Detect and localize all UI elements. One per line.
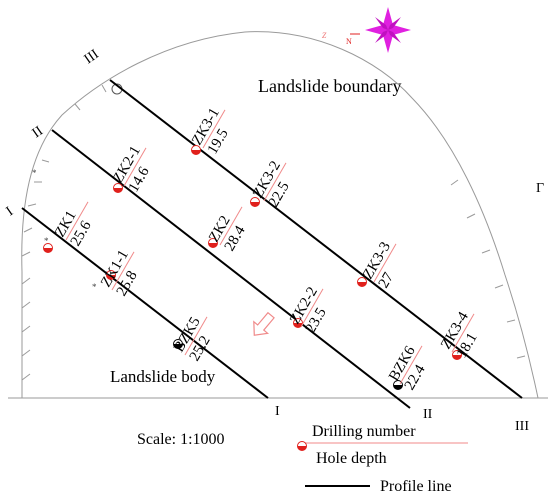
borehole-marker-icon [208, 238, 218, 248]
compass-north-letter: N [346, 37, 352, 46]
landslide-boundary-outline [21, 31, 539, 399]
legend-drilling-number-label: Drilling number [312, 423, 416, 440]
borehole-label-divider [184, 316, 208, 356]
svg-text:*: * [32, 168, 37, 178]
compass-rose-icon: N [346, 7, 411, 53]
borehole-marker-icon [250, 197, 260, 207]
decorative-z-mark: z [321, 27, 327, 41]
boundary-tick-marks: * * * [32, 168, 97, 292]
borehole-ZK3-3: ZK3-327 [357, 239, 397, 291]
borehole-marker-icon [113, 183, 123, 193]
borehole-label-divider [300, 288, 324, 328]
legend-profile-line-label: Profile line [380, 478, 452, 495]
svg-text:*: * [44, 236, 49, 246]
borehole-marker-icon [173, 339, 183, 349]
borehole-label-divider [202, 109, 226, 149]
edge-mark: Г [536, 181, 544, 196]
landslide-body-label: Landslide body [110, 367, 216, 386]
borehole-ZK2-2: ZK2-223.5 [287, 284, 330, 336]
borehole-label: ZK3-418.1 [438, 309, 481, 361]
borehole-ZK3-4: ZK3-418.1 [438, 309, 481, 361]
legend-hole-marker-icon [297, 441, 307, 451]
profile-line-I [21, 207, 269, 399]
scale-label: Scale: 1:1000 [137, 431, 225, 448]
borehole-ZK3-1: ZK3-119.5 [189, 105, 232, 157]
profile-label-I-end: I [275, 404, 280, 419]
profile-label-II-end: II [423, 407, 433, 422]
borehole-ZK3-2: ZK3-222.5 [250, 158, 293, 210]
borehole-label: ZK2-223.5 [287, 284, 330, 336]
borehole-marker-icon [357, 277, 367, 287]
legend-hole-depth-label: Hole depth [316, 450, 387, 467]
borehole-label-divider [373, 243, 397, 283]
borehole-ZK1-1: ZK1-125.8 [98, 247, 141, 299]
borehole-marker-icon [191, 145, 201, 155]
profile-label-II-start: II [30, 123, 47, 141]
borehole-label-divider [65, 201, 89, 241]
borehole-marker-icon [106, 270, 116, 280]
borehole-label-divider [399, 345, 423, 385]
borehole-label: ZK1-125.8 [98, 247, 141, 299]
borehole-label-divider [111, 251, 135, 291]
svg-text:*: * [92, 282, 97, 292]
borehole-marker-icon [293, 318, 303, 328]
legend: Drilling number Hole depth Profile line [297, 423, 468, 495]
borehole-group: ZK125.6ZK1-125.8BZK525.2ZK2-114.6ZK228.4… [43, 105, 481, 393]
borehole-label-divider [451, 313, 475, 353]
profile-line-III [109, 79, 523, 399]
profile-line-II [51, 129, 411, 409]
slide-direction-arrow-icon [253, 311, 275, 336]
borehole-label: ZK3-327 [360, 239, 397, 291]
profile-label-III-end: III [515, 419, 529, 434]
borehole-label-divider [123, 147, 147, 187]
profile-label-I-start: I [4, 204, 17, 219]
borehole-ZK2-1: ZK2-114.6 [110, 143, 153, 195]
profile-label-III-start: III [82, 47, 102, 68]
borehole-marker-icon [43, 243, 53, 253]
borehole-label-divider [263, 162, 287, 202]
borehole-marker-icon [452, 350, 462, 360]
borehole-label-divider [219, 206, 243, 246]
landslide-boundary-label: Landslide boundary [258, 76, 401, 96]
